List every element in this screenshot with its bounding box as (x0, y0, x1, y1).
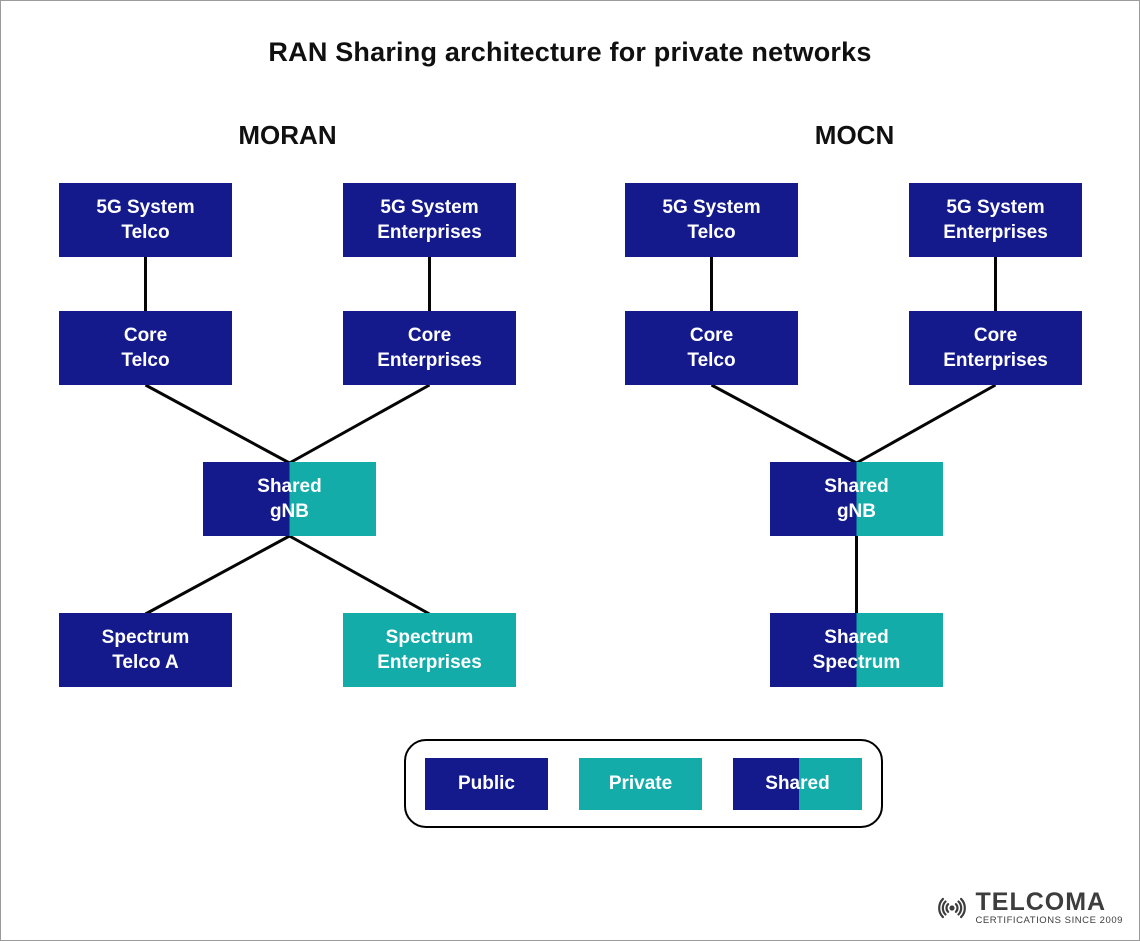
legend-swatch-shared: Shared (733, 757, 862, 810)
logo-text: TELCOMA CERTIFICATIONS SINCE 2009 (975, 888, 1124, 927)
connector-line (855, 383, 997, 465)
node-mocn-core-enterprises: Core Enterprises (909, 311, 1082, 385)
node-moran-spectrum-enterprises: Spectrum Enterprises (343, 613, 516, 687)
logo-tagline: CERTIFICATIONS SINCE 2009 (975, 915, 1123, 926)
node-mocn-shared-spectrum: Shared Spectrum (770, 613, 943, 687)
legend: Public Private Shared (404, 739, 883, 828)
connector-line (144, 383, 291, 465)
signal-waves-icon (937, 897, 966, 919)
legend-swatch-public: Public (425, 757, 548, 810)
node-mocn-core-telco: Core Telco (625, 311, 798, 385)
telcoma-logo: TELCOMA CERTIFICATIONS SINCE 2009 (930, 888, 1124, 928)
connector-line (144, 534, 291, 616)
node-moran-5g-system-telco: 5G System Telco (59, 183, 232, 257)
node-mocn-5g-system-telco: 5G System Telco (625, 183, 798, 257)
diagram-title: RAN Sharing architecture for private net… (268, 37, 872, 67)
node-mocn-5g-system-enterprises: 5G System Enterprises (909, 183, 1082, 257)
connector-line (710, 383, 858, 465)
section-label-moran: MORAN (238, 120, 337, 150)
node-moran-shared-gnb: Shared gNB (203, 462, 376, 536)
node-moran-5g-system-enterprises: 5G System Enterprises (343, 183, 516, 257)
node-mocn-shared-gnb: Shared gNB (770, 462, 943, 536)
connector-line (288, 534, 431, 616)
node-moran-core-enterprises: Core Enterprises (343, 311, 516, 385)
section-label-mocn: MOCN (814, 120, 895, 150)
node-moran-core-telco: Core Telco (59, 311, 232, 385)
connector-line (288, 383, 431, 465)
node-moran-spectrum-telco-a: Spectrum Telco A (59, 613, 232, 687)
legend-swatch-private: Private (579, 757, 702, 810)
logo-brand-name: TELCOMA (975, 888, 1107, 916)
